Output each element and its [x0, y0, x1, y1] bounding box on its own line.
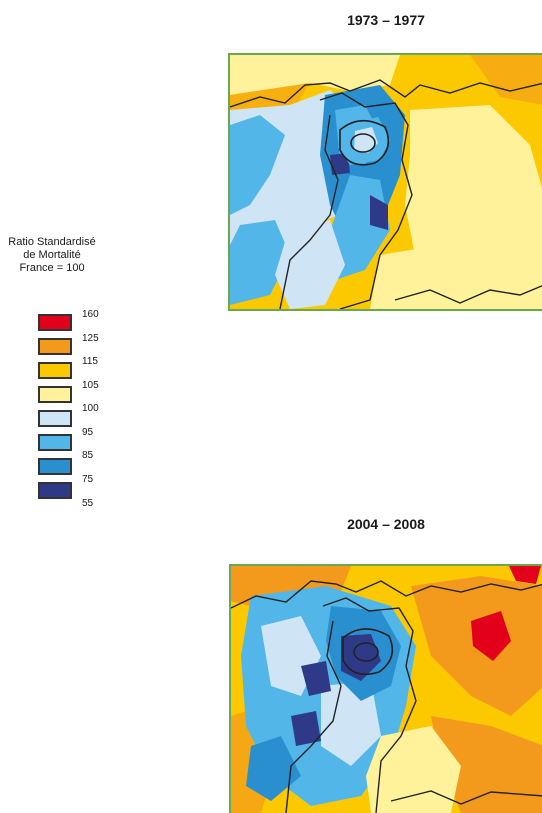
legend-tick: 55: [82, 498, 94, 509]
legend-swatch-55-75: [38, 482, 72, 499]
legend-tick: 115: [82, 356, 98, 367]
legend-swatch-85-95: [38, 434, 72, 451]
legend-tick: 100: [82, 403, 99, 414]
legend-title: Ratio Standardisé de Mortalité France = …: [0, 236, 104, 275]
legend-tick: 105: [82, 380, 99, 391]
legend-swatch-105-115: [38, 362, 72, 379]
legend-swatch-125-160: [38, 314, 72, 331]
legend-tick: 125: [82, 333, 99, 344]
legend-swatch-115-125: [38, 338, 72, 355]
legend-swatch-100-105: [38, 386, 72, 403]
legend-tick: 85: [82, 450, 94, 461]
legend-title-line-3: France = 100: [19, 262, 85, 274]
legend-tick: 75: [82, 474, 94, 485]
map-2004-2008: [229, 564, 542, 813]
legend-title-line-2: de Mortalité: [23, 249, 81, 261]
map-title-1973-1977: 1973 – 1977: [347, 12, 425, 28]
legend-tick: 95: [82, 427, 94, 438]
legend-swatch-95-100: [38, 410, 72, 427]
map-title-2004-2008: 2004 – 2008: [347, 516, 425, 532]
legend-swatch-75-85: [38, 458, 72, 475]
choropleth-map-1973-1977: [230, 55, 542, 309]
legend-title-line-1: Ratio Standardisé: [8, 236, 96, 248]
map-1973-1977: [228, 53, 542, 311]
choropleth-map-2004-2008: [231, 566, 542, 813]
legend-tick: 160: [82, 309, 99, 320]
